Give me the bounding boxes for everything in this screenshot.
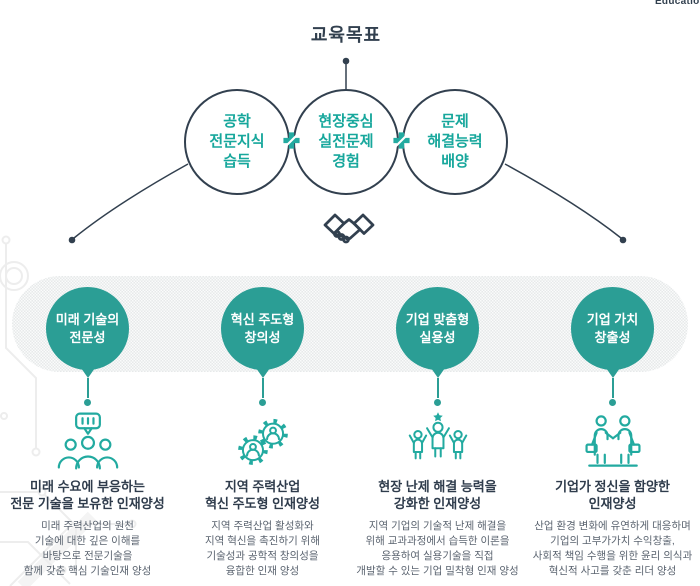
pillar-heading: 현장 난제 해결 능력을 강화한 인재양성 xyxy=(378,479,497,511)
pillar-badge: 미래 기술의 전문성 xyxy=(46,287,129,370)
pillar-heading: 미래 수요에 부응하는 전문 기술을 보유한 인재양성 xyxy=(10,479,165,511)
handshake-icon xyxy=(323,213,375,244)
pillar-description: 산업 환경 변화에 유연하게 대응하며 기업의 고부가가치 수익창출, 사회적 … xyxy=(532,519,693,578)
plus-link-icon xyxy=(393,132,410,149)
plus-link-icon xyxy=(283,132,300,149)
circuit-pattern-decoration xyxy=(0,235,137,586)
goal-circle-label: 문제 해결능력 배양 xyxy=(427,112,483,171)
goal-circle-engineering-knowledge: 공학 전문지식 습득 xyxy=(184,89,290,195)
badge-connector-dot xyxy=(84,399,91,406)
pillar-badge-label: 기업 맞춤형 실용성 xyxy=(405,311,470,345)
goal-circle-label: 공학 전문지식 습득 xyxy=(209,112,265,171)
pillar-badge-label: 혁신 주도형 창의성 xyxy=(230,311,295,345)
pillar-company-practicality: 기업 맞춤형 실용성 xyxy=(350,287,525,580)
pillar-future-technology: 미래 기술의 전문성 미래 수요에 부응하는 전문 기술을 보유한 인재양성 xyxy=(0,287,175,580)
pillar-innovation-creativity: 혁신 주도형 창의성 지역 주력산업 혁신 주도형 인재양성 지역 주력산업 활… xyxy=(175,287,350,580)
pillar-badge: 기업 맞춤형 실용성 xyxy=(396,287,479,370)
goal-circle-label: 현장중심 실전문제 경험 xyxy=(318,112,374,171)
pillars-row: 미래 기술의 전문성 미래 수요에 부응하는 전문 기술을 보유한 인재양성 xyxy=(0,287,700,580)
education-watermark: Education xyxy=(654,0,700,7)
badge-connector-dot xyxy=(609,399,616,406)
pillar-badge-label: 미래 기술의 전문성 xyxy=(55,311,120,345)
pillar-badge-label: 기업 가치 창출성 xyxy=(586,311,639,345)
pillar-description: 지역 주력산업 활성화와 지역 혁신을 촉진하기 위해 기술성과 공학적 창의성… xyxy=(204,519,320,578)
pillar-heading: 지역 주력산업 혁신 주도형 인재양성 xyxy=(205,479,320,511)
badge-connector-dot xyxy=(259,399,266,406)
goal-circle-problem-solving: 문제 해결능력 배양 xyxy=(402,89,508,195)
team-discussion-icon xyxy=(57,412,118,470)
pillar-description: 미래 주력산업의 원천 기술에 대한 깊은 이해를 바탕으로 전문기술을 함께 … xyxy=(23,519,152,578)
goal-circle-field-experience: 현장중심 실전문제 경험 xyxy=(293,89,399,195)
badge-connector-dot xyxy=(434,399,441,406)
gears-people-icon xyxy=(237,418,288,465)
pillar-badge: 기업 가치 창출성 xyxy=(571,287,654,370)
pillar-badge: 혁신 주도형 창의성 xyxy=(221,287,304,370)
badge-connector-line xyxy=(436,378,439,398)
pillar-description: 지역 기업의 기술적 난제 해결을 위해 교과과정에서 습득한 이론을 응용하여… xyxy=(356,519,519,578)
celebrating-team-icon xyxy=(408,412,467,460)
pillar-entrepreneur-value: 기업 가치 창출성 xyxy=(525,287,700,580)
badge-connector-line xyxy=(261,378,264,398)
badge-connector-line xyxy=(611,378,614,398)
pillar-heading: 기업가 정신을 함양한 인재양성 xyxy=(555,479,670,511)
business-handshake-icon xyxy=(584,415,641,467)
page-title: 교육목표 xyxy=(310,25,382,45)
badge-connector-line xyxy=(86,378,89,398)
